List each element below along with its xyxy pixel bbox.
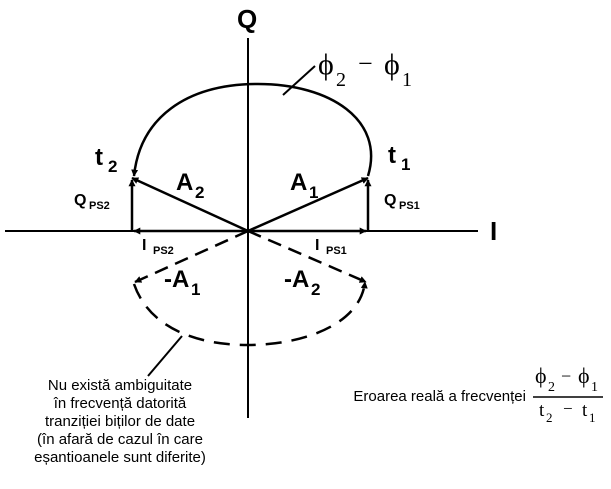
t2-label: t bbox=[95, 144, 103, 171]
note-pointer bbox=[147, 335, 183, 377]
vector-neg-a1 bbox=[134, 229, 249, 284]
a2-label: A bbox=[176, 169, 193, 196]
lower-dashed-arc bbox=[132, 281, 368, 347]
q-ps1-label-sub: PS1 bbox=[399, 200, 420, 212]
i-ps2-label-sub: PS2 bbox=[153, 245, 174, 257]
ambiguity-note-line: eșantioanele sunt diferite) bbox=[34, 449, 206, 466]
formula-num-minus: − bbox=[561, 366, 571, 386]
ambiguity-note-line: în frecvență datorită bbox=[53, 395, 187, 412]
i-ps1-label-sub: PS1 bbox=[326, 245, 347, 257]
arc-label-phi1: ϕ bbox=[384, 48, 400, 81]
a1-label-sub: 1 bbox=[309, 183, 318, 202]
neg-a1-label-sub: 1 bbox=[191, 280, 200, 299]
a1-label: A bbox=[290, 169, 307, 196]
formula-den-t2: t bbox=[539, 400, 545, 421]
formula-den-t2-sub: 2 bbox=[546, 410, 553, 425]
ambiguity-note-line: Nu există ambiguitate bbox=[47, 377, 193, 394]
neg-a2-label: -A bbox=[284, 266, 309, 293]
ambiguity-note: Nu există ambiguitate în frecvență dator… bbox=[5, 377, 235, 467]
formula-num-phi1: ϕ bbox=[578, 363, 590, 388]
vector-a1 bbox=[247, 176, 369, 233]
frequency-error-label: Eroarea reală a frecvenței bbox=[353, 388, 526, 405]
ambiguity-note-line: tranziției biților de date bbox=[44, 413, 196, 430]
q-ps2-label-sub: PS2 bbox=[89, 200, 110, 212]
t1-label: t bbox=[388, 142, 396, 169]
t2-label-sub: 2 bbox=[108, 157, 117, 176]
neg-a2-label-sub: 2 bbox=[311, 280, 320, 299]
t1-label-sub: 1 bbox=[401, 155, 410, 174]
arc-label-pointer bbox=[282, 65, 316, 96]
formula-den-minus: − bbox=[563, 399, 573, 418]
i-ps1-label: I bbox=[315, 237, 319, 254]
i-ps2-label: I bbox=[142, 237, 146, 254]
vector-a2 bbox=[131, 176, 249, 233]
formula-den-t1-sub: 1 bbox=[589, 410, 596, 425]
q-ps1-label: Q bbox=[384, 192, 396, 209]
formula-num-phi2: ϕ bbox=[535, 363, 547, 388]
formula-num-phi1-sub: 1 bbox=[591, 380, 598, 395]
q-axis-label: Q bbox=[237, 4, 257, 34]
i-axis-label: I bbox=[490, 216, 497, 246]
arc-label-phi2: ϕ bbox=[318, 48, 334, 81]
neg-a1-label: -A bbox=[164, 266, 189, 293]
formula-den-t1: t bbox=[582, 400, 588, 421]
arc-label-phi1-sub: 1 bbox=[402, 69, 412, 91]
a2-label-sub: 2 bbox=[195, 183, 204, 202]
arc-label-minus: − bbox=[358, 49, 373, 78]
phase-arc bbox=[131, 82, 373, 177]
ambiguity-note-line: (în afară de cazul în care bbox=[37, 431, 203, 448]
q-ps2-label: Q bbox=[74, 192, 86, 209]
formula-num-phi2-sub: 2 bbox=[548, 380, 555, 395]
arc-label-phi2-sub: 2 bbox=[336, 69, 346, 91]
